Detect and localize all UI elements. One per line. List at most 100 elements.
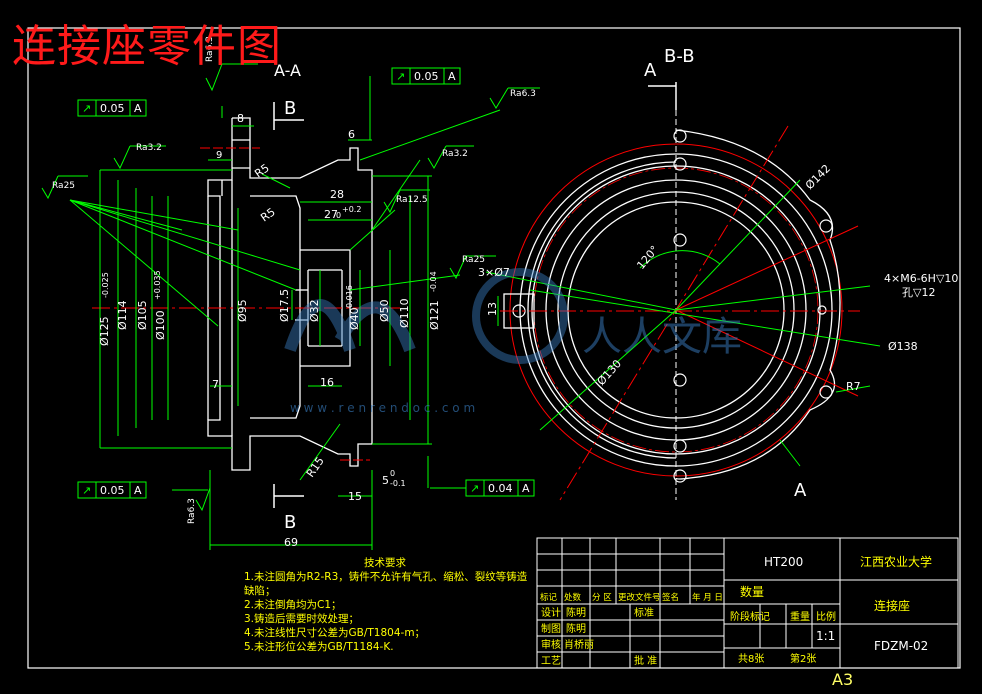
drawing-border — [27, 27, 961, 669]
ra-label: Ra12.5 — [396, 195, 428, 205]
row-header: 标记 — [540, 592, 558, 603]
stage-label: 阶段标记 — [730, 610, 770, 623]
dim-text: 69 — [284, 536, 298, 549]
ra-label: Ra6.3 — [510, 89, 536, 99]
dim-text: 16 — [320, 376, 334, 389]
dim-text: +0.035 — [153, 270, 162, 300]
row-header: 年 月 日 — [692, 592, 723, 603]
draw-label: 制图 — [541, 622, 561, 635]
scale-value: 1:1 — [816, 629, 835, 643]
dim-text: 28 — [330, 188, 344, 201]
standard-label: 标准 — [634, 607, 654, 619]
dim-text: 0.016 — [345, 285, 354, 308]
tol-value: 0.05 — [414, 70, 439, 83]
dim-text: Ø130 — [595, 357, 625, 388]
quantity-label: 数量 — [740, 584, 764, 599]
tech-note-item: 2.未注倒角均为C1； — [244, 599, 342, 611]
dim-text: 15 — [348, 490, 362, 503]
design-name: 陈明 — [566, 606, 586, 619]
title-block — [536, 537, 959, 669]
drawing-title: 连接座零件图 — [12, 21, 282, 72]
tol-datum: A — [448, 70, 456, 83]
dim-text: 孔▽12 — [902, 286, 935, 299]
dim-text: 0 — [390, 469, 395, 478]
dim-text: 4×M6-6H▽10 — [884, 272, 958, 285]
label-cut-a-top: A — [644, 60, 657, 81]
school-name: 江西农业大学 — [860, 554, 932, 569]
row-header: 处数 — [564, 592, 582, 603]
watermark-text: 人人文库 — [582, 314, 742, 360]
dimension-lines-aa — [41, 63, 540, 550]
tech-note-item: 4.未注线性尺寸公差为GB/T1804-m； — [244, 627, 426, 639]
dimension-lines-bb — [485, 179, 881, 467]
cut-marks — [273, 82, 677, 508]
material-value: HT200 — [764, 555, 803, 569]
dim-text: Ø142 — [803, 162, 833, 192]
sheet-number: 第2张 — [790, 652, 816, 665]
dim-text: Ø95 — [236, 299, 249, 322]
dim-text: 13 — [486, 302, 499, 316]
draw-name: 陈明 — [566, 622, 586, 635]
dim-text: Ø121 — [428, 300, 441, 330]
tol-symbol: ↗ — [82, 484, 91, 497]
ra-label: Ra3.2 — [136, 143, 162, 153]
dim-text: R7 — [846, 380, 861, 393]
tech-notes-heading: 技术要求 — [364, 557, 406, 569]
title-block-text: HT200 江西农业大学 连接座 FDZM-02 数量 阶段标记 重量 比例 1… — [540, 554, 932, 667]
tol-value: 0.04 — [488, 482, 513, 495]
dim-text: 8 — [237, 112, 244, 125]
tol-symbol: ↗ — [82, 102, 91, 115]
dim-text: -0.04 — [429, 271, 438, 292]
approve-label: 批 准 — [634, 654, 657, 667]
tol-datum: A — [134, 484, 142, 497]
ra-label: Ra6.3 — [205, 36, 215, 62]
process-label: 工艺 — [541, 655, 561, 667]
part-name: 连接座 — [874, 598, 910, 613]
dim-text: Ø110 — [398, 298, 411, 328]
section-bb-view — [503, 110, 843, 500]
dim-text: Ø105 — [136, 300, 149, 330]
dim-text: -0.1 — [390, 479, 406, 488]
centerlines-aa — [92, 147, 400, 461]
dim-text: R15 — [304, 455, 327, 480]
dim-text: Ø32 — [308, 299, 321, 322]
dim-text: Ø100 — [154, 310, 167, 340]
tech-note-item: 5.未注形位公差为GB/T1184-K. — [244, 641, 394, 653]
review-label: 审核 — [541, 638, 561, 651]
technical-requirements: 技术要求 1.未注圆角为R2-R3，铸件不允许有气孔、缩松、裂纹等铸造缺陷； 2… — [244, 556, 534, 654]
review-name: 肖桥丽 — [564, 638, 594, 651]
ra-label: Ra25 — [462, 255, 485, 265]
label-section-aa: A-A — [274, 61, 301, 80]
dimension-text-aa: 8 9 6 R5 R5 28 27 0 +0.2 Ø125 -0.025 Ø11… — [98, 112, 499, 549]
dim-text: Ø114 — [116, 300, 129, 330]
dim-text: 7 — [212, 378, 219, 391]
label-section-bb: B-B — [664, 46, 695, 67]
sheet-count: 共8张 — [738, 653, 764, 665]
paper-size-label: A3 — [832, 670, 854, 689]
dim-text: 0 — [336, 211, 341, 220]
watermark-logo — [284, 268, 568, 364]
dim-text: 5 — [382, 474, 389, 487]
watermark-url: w w w . r e n r e n d o c . c o m — [290, 401, 475, 415]
ra-label: Ra3.2 — [442, 149, 468, 159]
dim-text: 120° — [634, 243, 661, 272]
roughness-labels: Ra6.3 Ra6.3 Ra3.2 Ra3.2 Ra25 Ra12.5 Ra25… — [52, 36, 536, 524]
tolerance-frames — [77, 67, 535, 499]
section-aa-view — [207, 117, 373, 471]
dim-text: 6 — [348, 128, 355, 141]
tol-value: 0.05 — [100, 102, 125, 115]
tech-note-item: 1.未注圆角为R2-R3，铸件不允许有气孔、缩松、裂纹等铸造缺陷； — [244, 571, 528, 597]
dim-text: Ø50 — [378, 299, 391, 322]
ra-label: Ra25 — [52, 181, 75, 191]
dim-text: R5 — [258, 205, 277, 224]
tol-value: 0.05 — [100, 484, 125, 497]
dim-text: Ø17.5 — [278, 289, 291, 322]
row-header: 签名 — [662, 592, 679, 603]
dim-text: Ø125 — [98, 316, 111, 346]
dim-text: 27 — [324, 208, 338, 221]
label-cut-b-bottom: B — [284, 512, 296, 533]
dim-text: 3×Ø7 — [478, 266, 510, 279]
tol-datum: A — [522, 482, 530, 495]
weight-label: 重量 — [790, 610, 810, 623]
dim-text: 9 — [216, 150, 222, 161]
